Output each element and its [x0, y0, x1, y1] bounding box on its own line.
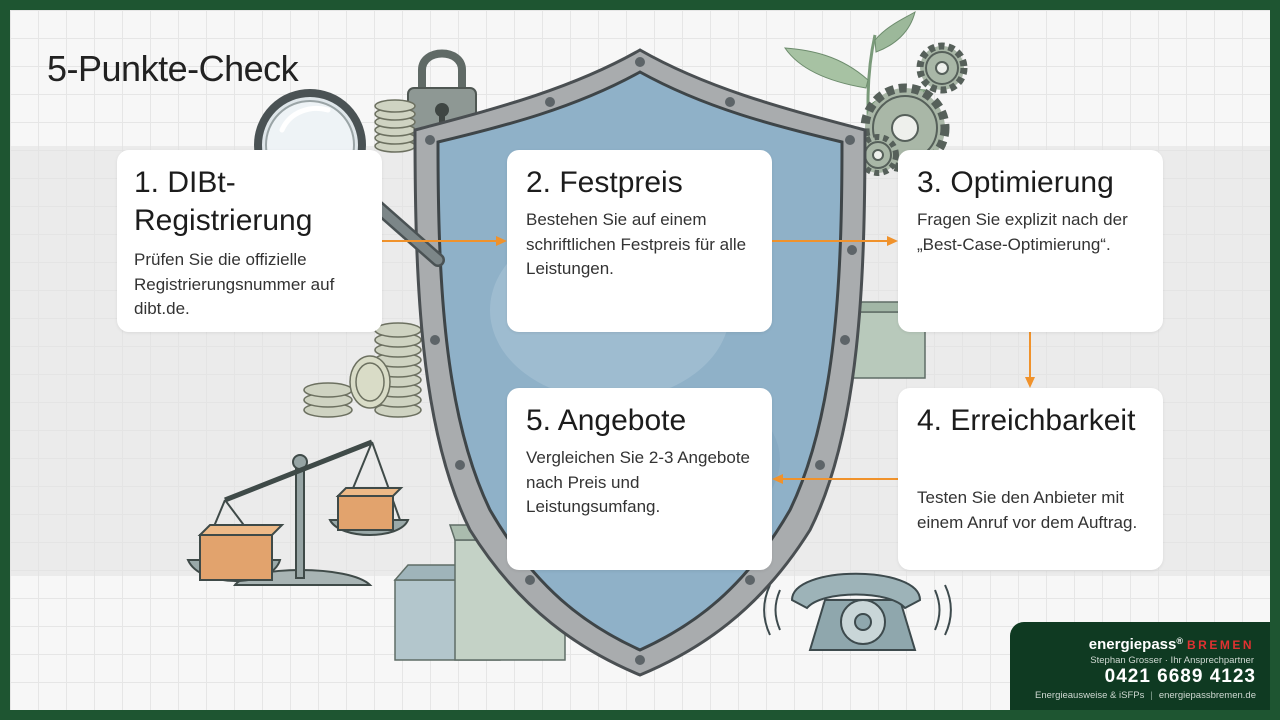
brand-name: energiepass — [1088, 636, 1177, 653]
step-heading: 4. Erreichbarkeit — [917, 404, 1136, 437]
slide-canvas: 5-Punkte-Check 1. DIBt-Registrierung Prü… — [10, 10, 1270, 710]
brand-logo: energiepass®BREMEN — [1089, 636, 1254, 653]
step-heading: 1. DIBt-Registrierung — [134, 166, 313, 237]
flow-arrows — [382, 236, 1035, 484]
registered-mark: ® — [1176, 636, 1183, 646]
brand-city: BREMEN — [1186, 638, 1254, 652]
contact-badge: energiepass®BREMEN Stephan Grosser · Ihr… — [1010, 622, 1270, 710]
arrow-2-to-3 — [772, 236, 898, 246]
step-text: Prüfen Sie die offizielle Registrierungs… — [134, 250, 335, 318]
arrow-4-to-5 — [772, 474, 898, 484]
arrow-3-to-4 — [1025, 332, 1035, 388]
coin-stack-icon — [303, 99, 422, 418]
gears-icon — [857, 42, 968, 176]
step-card-2: 2. Festpreis Bestehen Sie auf einem schr… — [507, 150, 772, 332]
step-text: Bestehen Sie auf einem schriftlichen Fes… — [526, 210, 747, 278]
step-heading: 3. Optimierung — [917, 166, 1114, 199]
telephone-icon — [763, 572, 952, 651]
arrow-1-to-2 — [382, 236, 507, 246]
balance-scale-icon — [186, 439, 410, 586]
step-card-3: 3. Optimierung Fragen Sie explizit nach … — [898, 150, 1163, 332]
illustration-layer — [186, 10, 1035, 677]
badge-footer: Energieausweise & iSFPs | energiepassbreme… — [1035, 690, 1256, 701]
step-text: Testen Sie den Anbieter mit einem Anruf … — [917, 488, 1138, 532]
step-card-1: 1. DIBt-Registrierung Prüfen Sie die off… — [117, 150, 382, 332]
step-heading: 2. Festpreis — [526, 166, 683, 199]
separator: | — [1150, 690, 1153, 701]
page-title: 5-Punkte-Check — [47, 48, 299, 89]
step-heading: 5. Angebote — [526, 404, 687, 437]
phone-number[interactable]: 0421 6689 4123 — [1104, 666, 1256, 687]
step-card-4: 4. Erreichbarkeit Testen Sie den Anbiete… — [898, 388, 1163, 570]
website-link[interactable]: energiepassbremen.de — [1158, 690, 1256, 701]
step-card-5: 5. Angebote Vergleichen Sie 2-3 Angebote… — [507, 388, 772, 570]
contact-person: Stephan Grosser · Ihr Ansprechpartner — [1090, 655, 1254, 666]
service-label: Energieausweise & iSFPs — [1035, 690, 1145, 701]
step-text: Fragen Sie explizit nach der „Best-Case-… — [917, 210, 1128, 254]
step-text: Vergleichen Sie 2-3 Angebote nach Preis … — [526, 448, 751, 516]
